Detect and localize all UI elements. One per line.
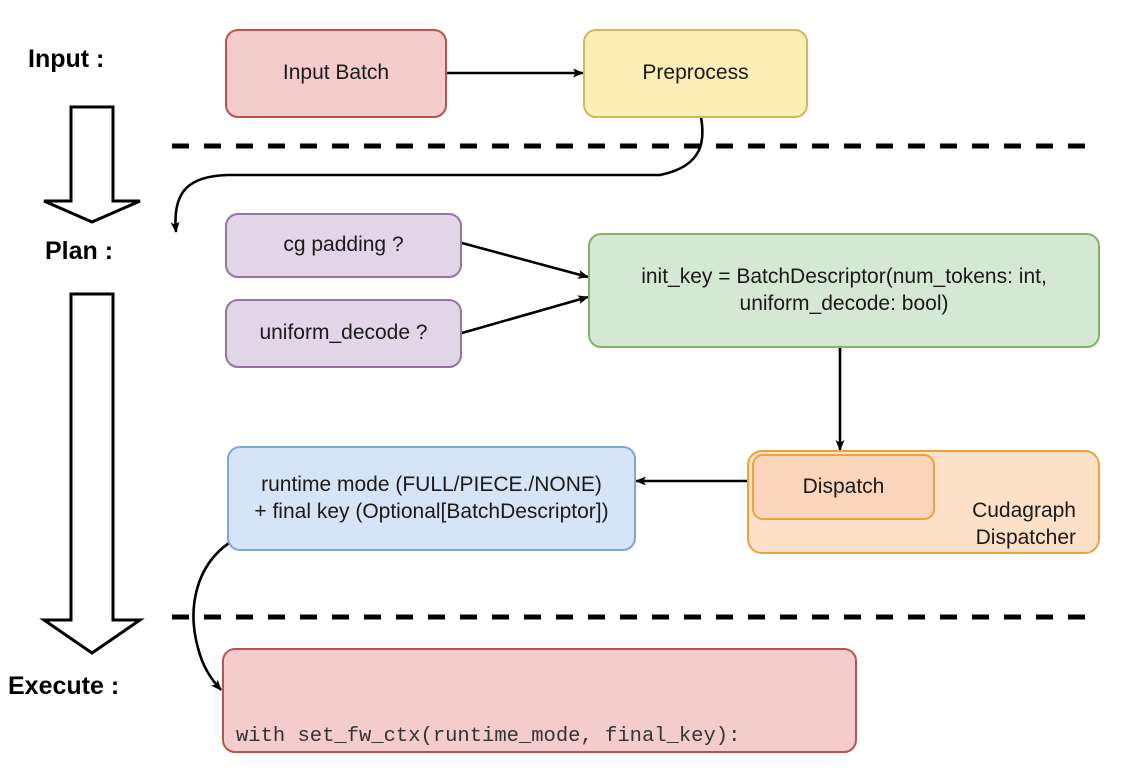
node-input-batch-label: Input Batch xyxy=(282,61,390,85)
node-preprocess-label: Preprocess xyxy=(642,61,749,85)
node-uniform-decode-label: uniform_decode ? xyxy=(259,321,428,345)
node-runtime-mode[interactable]: runtime mode (FULL/PIECE./NONE) + final … xyxy=(227,446,636,551)
node-init-key-line1: init_key = BatchDescriptor(num_tokens: i… xyxy=(641,264,1047,288)
node-dispatch[interactable]: Dispatch xyxy=(752,454,935,520)
node-input-batch[interactable]: Input Batch xyxy=(225,29,447,118)
node-uniform-decode[interactable]: uniform_decode ? xyxy=(225,299,462,368)
node-init-key-line2: uniform_decode: bool) xyxy=(739,291,949,315)
node-execute-code-line1: with set_fw_ctx(runtime_mode, final_key)… xyxy=(236,724,741,748)
node-cg-padding-label: cg padding ? xyxy=(283,233,404,257)
cg-padding-to-init-key xyxy=(461,241,589,279)
node-dispatch-label: Dispatch xyxy=(802,474,885,498)
node-runtime-mode-line1: runtime mode (FULL/PIECE./NONE) xyxy=(261,472,602,496)
node-cudagraph-dispatcher-line1: Cudagraph xyxy=(972,499,1076,523)
node-execute-code[interactable]: with set_fw_ctx(runtime_mode, final_key)… xyxy=(222,648,857,753)
stage-label-execute: Execute : xyxy=(8,672,120,700)
stage-label-input: Input : xyxy=(28,45,105,73)
stage-label-plan: Plan : xyxy=(45,237,114,265)
node-init-key[interactable]: init_key = BatchDescriptor(num_tokens: i… xyxy=(588,233,1100,348)
plan-to-execute-block-arrow xyxy=(39,292,145,655)
uniform-decode-to-init-key xyxy=(461,295,589,335)
node-cg-padding[interactable]: cg padding ? xyxy=(225,213,462,278)
node-runtime-mode-line2: + final key (Optional[BatchDescriptor]) xyxy=(254,499,609,523)
node-preprocess[interactable]: Preprocess xyxy=(583,29,808,118)
input-to-plan-block-arrow xyxy=(43,105,141,224)
node-cudagraph-dispatcher-line2: Dispatcher xyxy=(975,526,1076,550)
